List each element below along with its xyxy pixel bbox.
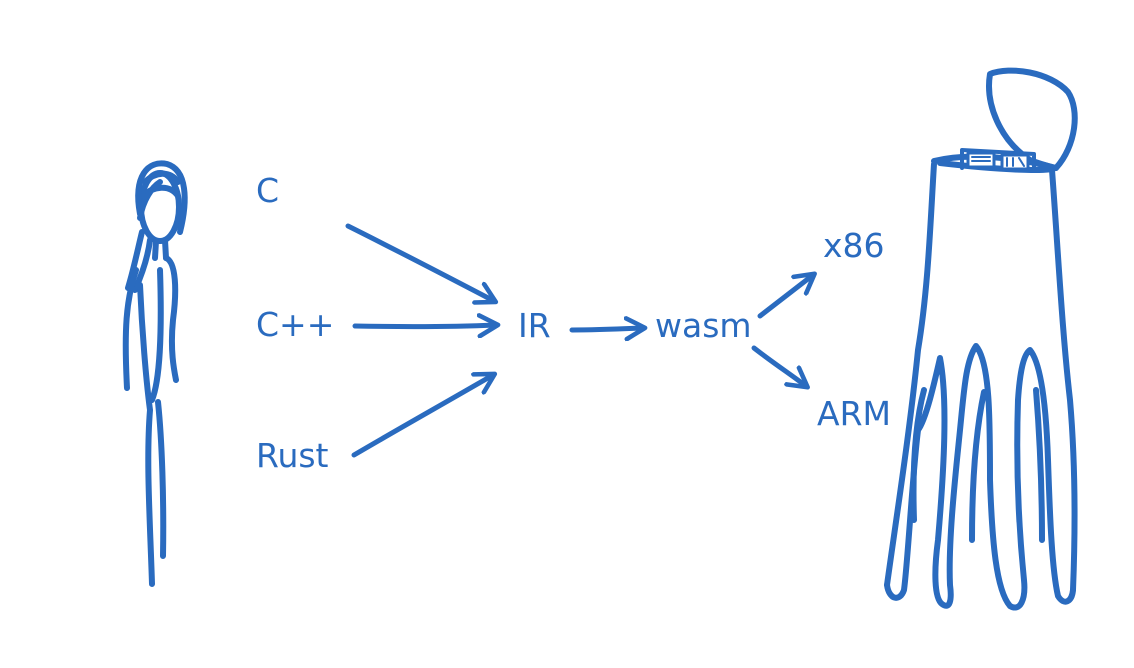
arrows <box>345 223 813 458</box>
octopus-computer-icon <box>884 67 1078 611</box>
label-c: C <box>256 171 279 210</box>
labels: C C++ Rust IR wasm x86 ARM <box>256 171 891 475</box>
label-wasm: wasm <box>655 306 752 345</box>
arrow-c-to-ir <box>345 223 494 301</box>
label-x86: x86 <box>823 226 885 265</box>
arrow-wasm-to-arm <box>751 345 806 386</box>
arrow-wasm-to-x86 <box>757 275 813 319</box>
person-icon <box>122 160 188 587</box>
label-ir: IR <box>518 306 551 345</box>
arrow-cpp-to-ir <box>352 325 496 327</box>
label-arm: ARM <box>817 394 891 433</box>
arrow-ir-to-wasm <box>569 328 643 330</box>
label-cpp: C++ <box>256 305 334 344</box>
label-rust: Rust <box>256 436 329 475</box>
arrow-rust-to-ir <box>351 375 493 458</box>
